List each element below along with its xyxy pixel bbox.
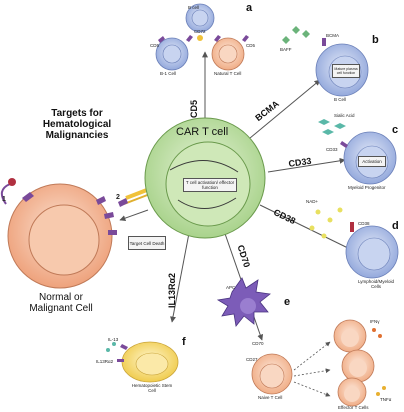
panel-f-cells — [106, 341, 179, 383]
target-il13ra2: IL13Rα2 — [167, 272, 177, 308]
panel-c-marker-cd33: CD33 — [326, 147, 338, 152]
panel-c-cell: Myeloid Progenitor — [348, 185, 386, 190]
panel-e-marker-tnfa: TNFα — [380, 397, 392, 402]
panel-e-cell-effector: Effector T Cells — [338, 405, 369, 410]
panel-d-marker-nad: NAD+ — [306, 199, 319, 204]
panel-a-cell-b1: B-1 Cell — [160, 71, 177, 76]
diagram-title: Targets for Hematological Malignancies — [42, 108, 112, 141]
panel-c-marker-sialic: Sialic Acid — [334, 113, 355, 118]
panel-b-cell: B Cell — [334, 97, 347, 102]
panel-d-cell: Lymphoid/Myeloid Cells — [357, 279, 395, 289]
arrow-target-death — [119, 209, 149, 222]
panel-letter-f: f — [182, 336, 186, 348]
panel-d-cells — [309, 207, 399, 279]
panel-c-box: Activation — [358, 156, 386, 167]
panel-f-marker-il13: IL-13 — [108, 337, 119, 342]
panel-b-cells — [282, 26, 369, 97]
panel-e-marker-ifng: IFNγ — [370, 319, 380, 324]
panel-b-marker-bcma: BCMA — [326, 33, 340, 38]
activation-box: T cell activation/ effector function — [183, 178, 237, 192]
car-t-label: CAR T cell — [176, 126, 229, 138]
panel-a-marker-cd5-left: CD5 — [150, 43, 160, 48]
panel-a-marker-cd72: CD72 — [194, 29, 206, 34]
panel-letter-a: a — [246, 2, 253, 14]
normal-cell — [0, 178, 117, 289]
target-cd5: CD5 — [189, 99, 199, 118]
panel-d-marker-cd38: CD38 — [358, 221, 370, 226]
panel-a-marker-bcell: B cell — [188, 5, 200, 10]
arrow-il13ra2 — [170, 227, 191, 323]
panel-e-cell-naive: Naive T Cell — [258, 395, 283, 400]
panel-a-cells — [155, 3, 249, 71]
panel-f-cell: Hematopoietic Stem Cell — [131, 383, 173, 393]
receptor-1 — [0, 183, 11, 205]
arrow-cd38 — [259, 204, 353, 251]
panel-b-box: Mature plasma cell function — [332, 64, 360, 78]
step-2: 2 — [116, 194, 120, 201]
panel-e-cells — [216, 277, 386, 407]
panel-e-marker-apc: APC — [226, 285, 236, 290]
panel-letter-b: b — [372, 34, 379, 46]
panel-b-marker-baff: BAFF — [280, 47, 292, 52]
panel-e-marker-cd27: CD27 — [246, 357, 258, 362]
panel-e-marker-cd70: CD70 — [252, 341, 264, 346]
ligand-1 — [8, 178, 16, 186]
panel-letter-d: d — [392, 220, 399, 232]
panel-a-cell-natural-t: Natural T Cell — [214, 71, 242, 76]
target-cell-death-box: Target Cell Death — [128, 236, 166, 250]
step-1: 1 — [2, 196, 6, 203]
normal-cell-label: Normal or Malignant Cell — [29, 292, 93, 314]
panel-letter-e: e — [284, 296, 291, 308]
arrow-cd33 — [267, 157, 346, 173]
panel-f-marker-il13ra2: IL13Rα2 — [96, 359, 114, 364]
panel-letter-c: c — [392, 124, 399, 136]
arrow-bcma — [237, 79, 321, 149]
panel-a-marker-cd5-right: CD5 — [246, 43, 256, 48]
